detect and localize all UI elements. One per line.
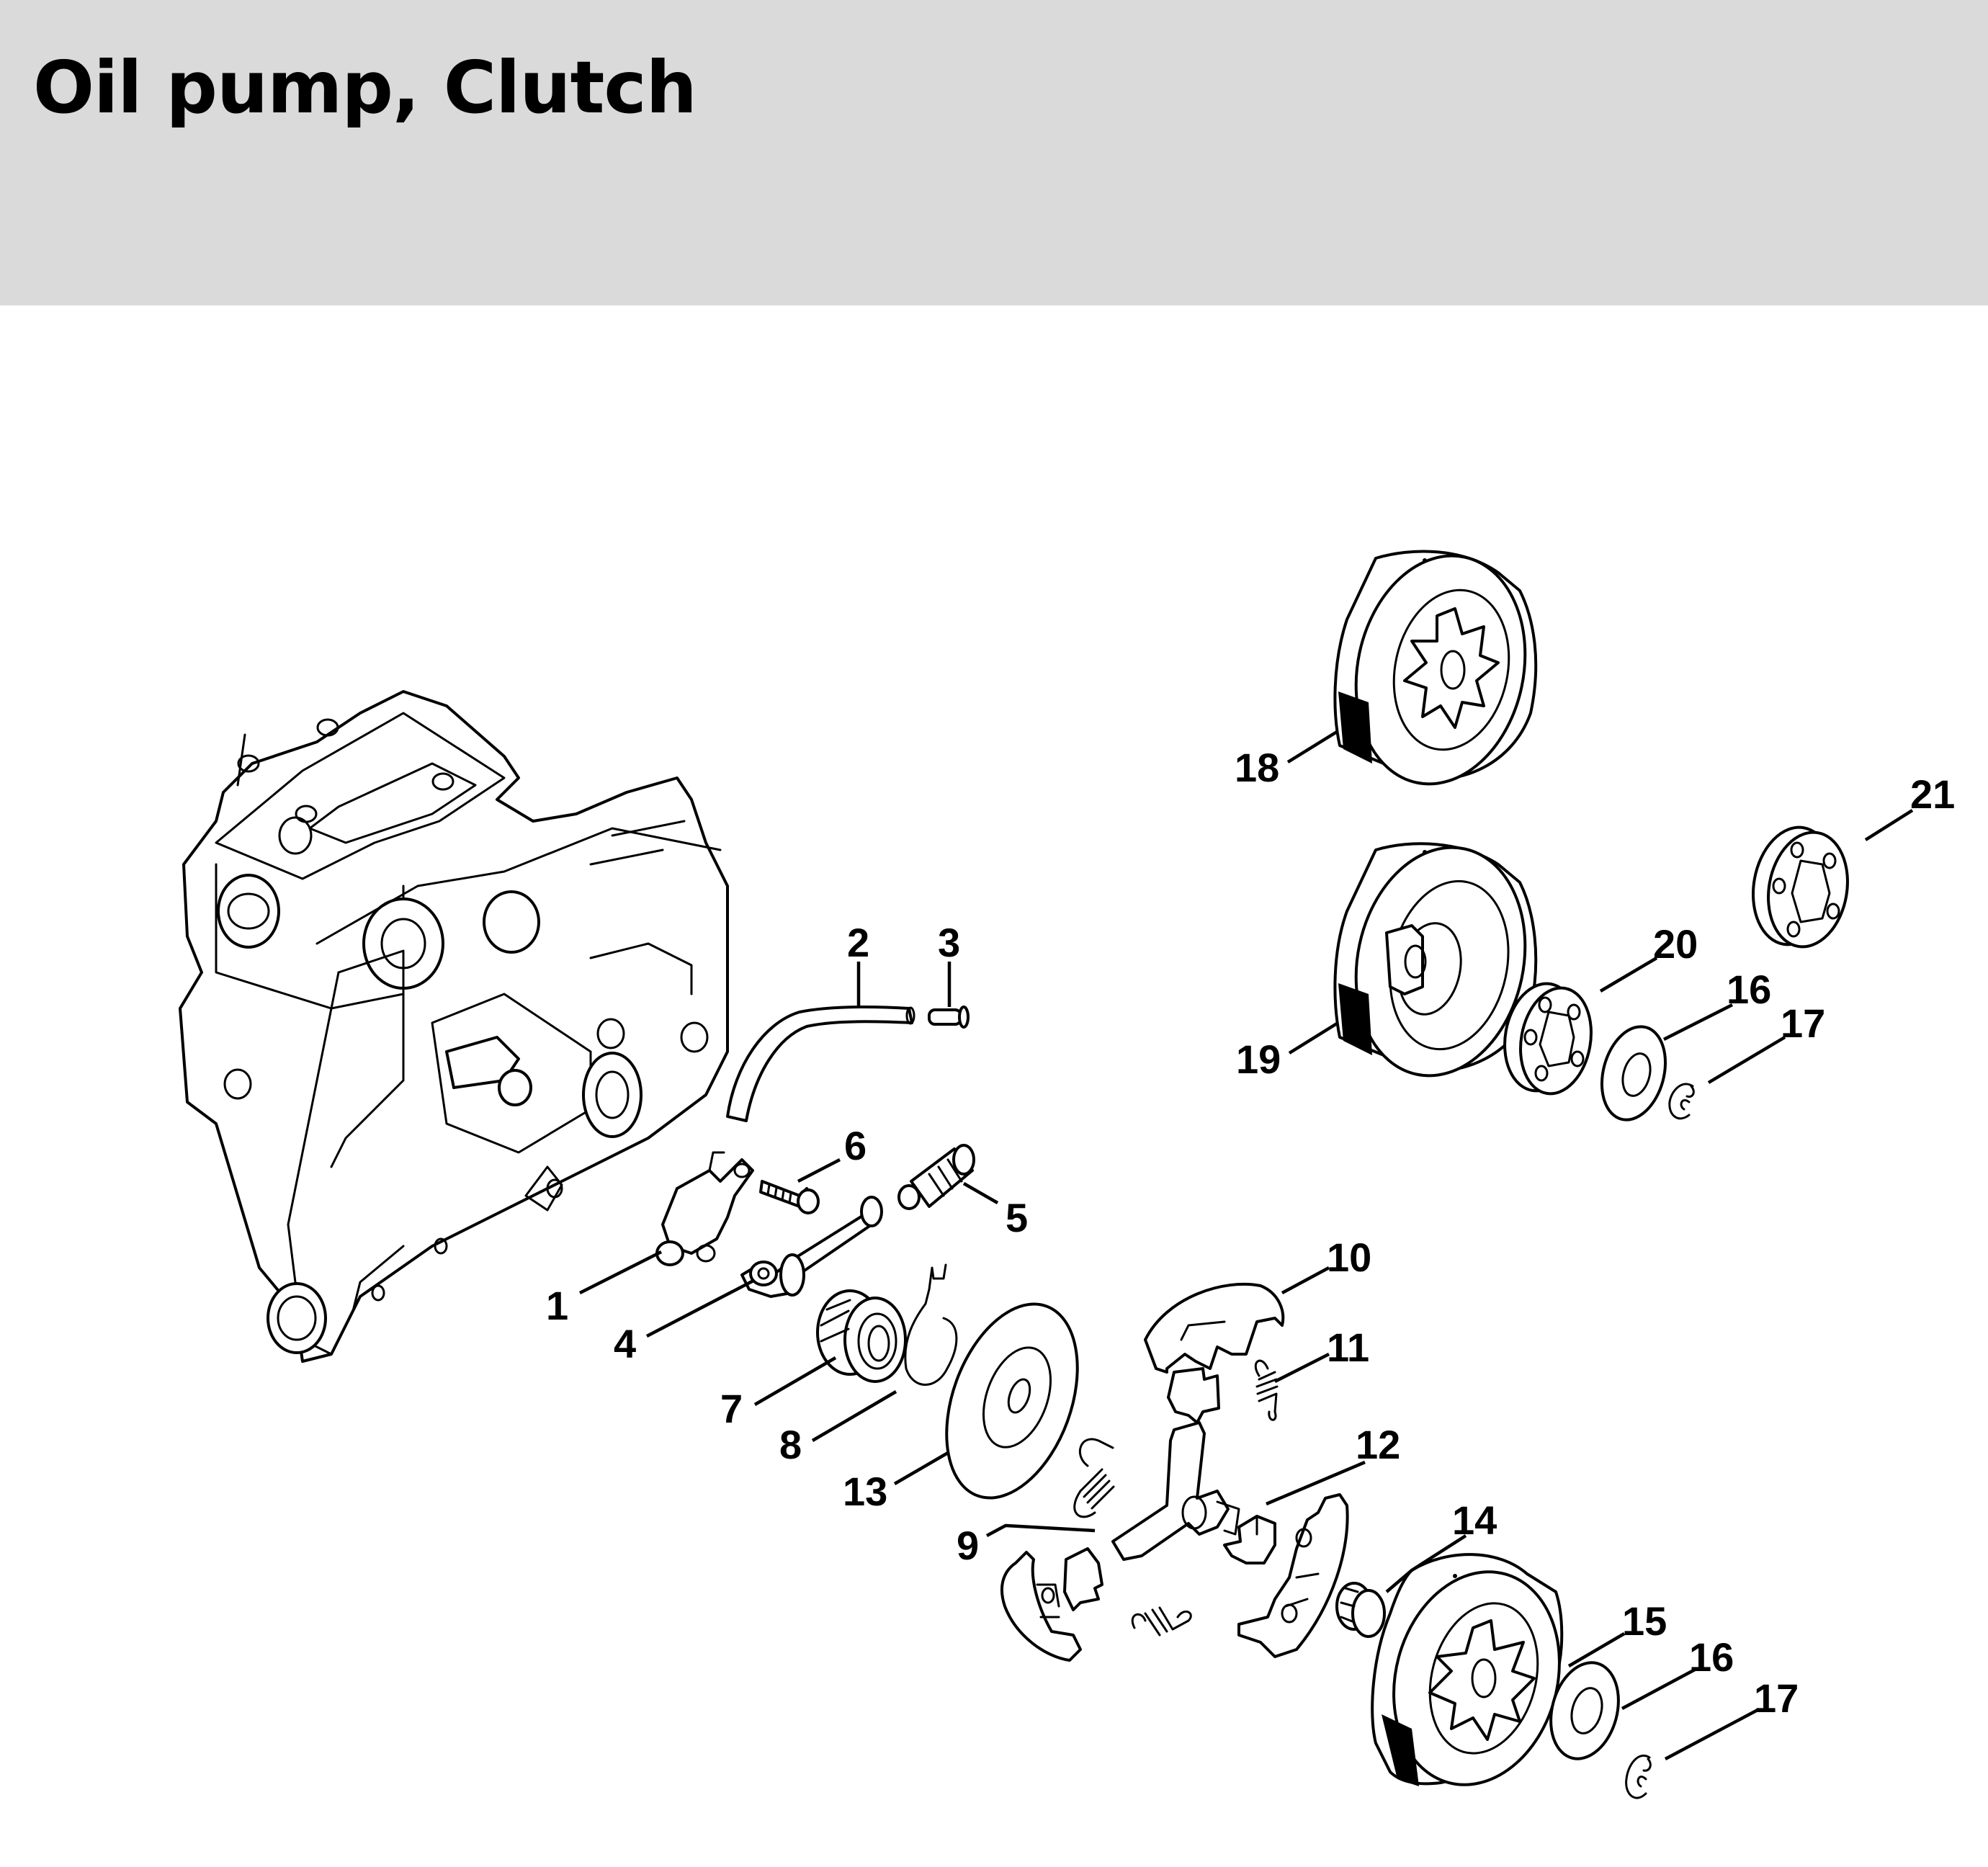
suction-hose-part — [740, 1196, 883, 1298]
leader-11 — [1273, 1352, 1330, 1384]
callout-14[interactable]: 14 — [1452, 1497, 1497, 1543]
leader-4 — [645, 1279, 755, 1338]
leader-9 — [985, 1523, 1096, 1537]
hose-connector-part — [928, 1006, 970, 1029]
thrust-piece-top — [1167, 1367, 1220, 1424]
worm-part — [816, 1289, 907, 1383]
thrust-piece-left — [1063, 1547, 1103, 1611]
washer-bottom-part — [1549, 1661, 1620, 1760]
rim-sprocket-20-part — [1503, 982, 1593, 1096]
callout-18[interactable]: 18 — [1235, 745, 1279, 790]
callout-11[interactable]: 11 — [1327, 1325, 1369, 1370]
callout-15[interactable]: 15 — [1622, 1598, 1667, 1644]
leader-1 — [578, 1250, 663, 1295]
thrust-piece-right — [1223, 1515, 1276, 1564]
washer-top-part — [1600, 1025, 1667, 1121]
spring-clip-part — [904, 1263, 958, 1386]
callout-16-bottom[interactable]: 16 — [1689, 1634, 1734, 1680]
callout-9[interactable]: 9 — [957, 1523, 979, 1568]
page-title: Oil pump, Clutch — [33, 45, 697, 130]
screw-part — [759, 1180, 820, 1214]
leader-18 — [1286, 730, 1338, 764]
leader-17b — [1664, 1708, 1760, 1760]
leader-10 — [1281, 1266, 1330, 1294]
clutch-carrier-part — [1111, 1421, 1240, 1561]
callout-17-top[interactable]: 17 — [1781, 1000, 1825, 1046]
leader-16a — [1662, 1003, 1734, 1042]
washer-disc-part — [945, 1302, 1079, 1500]
leader-7 — [753, 1356, 837, 1406]
callout-4[interactable]: 4 — [614, 1321, 636, 1366]
clutch-spring-bottom — [1131, 1606, 1192, 1637]
leader-19 — [1288, 1022, 1338, 1055]
oil-pump-part — [655, 1151, 754, 1266]
leader-6 — [797, 1158, 841, 1183]
clutch-spring-left — [1073, 1438, 1115, 1518]
callout-13[interactable]: 13 — [843, 1469, 887, 1514]
leader-20 — [1599, 957, 1658, 993]
leader-16b — [1621, 1668, 1696, 1710]
header-band: Oil pump, Clutch — [0, 0, 1988, 305]
callout-12[interactable]: 12 — [1356, 1422, 1400, 1467]
callout-5[interactable]: 5 — [1006, 1195, 1028, 1240]
needle-cage-part — [1335, 1582, 1386, 1638]
callout-7[interactable]: 7 — [720, 1386, 743, 1431]
callout-21[interactable]: 21 — [1910, 771, 1955, 817]
callout-20[interactable]: 20 — [1653, 921, 1698, 967]
callout-1[interactable]: 1 — [546, 1283, 568, 1328]
rim-sprocket-21-part — [1751, 825, 1849, 949]
callout-3[interactable]: 3 — [938, 920, 960, 965]
callout-17-bottom[interactable]: 17 — [1754, 1675, 1799, 1721]
leader-13 — [893, 1451, 949, 1485]
leader-5 — [962, 1182, 999, 1204]
tension-spring-part — [1254, 1359, 1279, 1421]
clutch-drum-bottom-part — [1371, 1553, 1564, 1786]
callout-19[interactable]: 19 — [1236, 1037, 1281, 1082]
callout-labels: 1 2 3 4 5 6 7 8 9 10 11 12 13 14 15 16 1… — [546, 745, 1955, 1721]
clutch-shoe-top — [1144, 1282, 1285, 1374]
pickup-filter-part — [897, 1144, 975, 1210]
leader-15 — [1567, 1632, 1626, 1667]
clutch-drum-19-part — [1333, 842, 1538, 1078]
clutch-shoe-right — [1237, 1493, 1349, 1658]
callout-6[interactable]: 6 — [844, 1123, 867, 1168]
leader-21 — [1864, 809, 1914, 841]
callout-2[interactable]: 2 — [847, 920, 869, 965]
clutch-shoe-left — [1000, 1551, 1082, 1662]
oil-hose-part — [726, 1005, 915, 1122]
leader-lines — [578, 730, 1914, 1760]
clutch-drum-18-part — [1333, 550, 1538, 786]
leader-12 — [1266, 1460, 1366, 1506]
leader-17a — [1707, 1036, 1786, 1084]
callout-10[interactable]: 10 — [1327, 1235, 1371, 1280]
e-clip-top-part — [1668, 1083, 1695, 1120]
leader-8 — [811, 1390, 897, 1442]
leader-14 — [1385, 1534, 1467, 1593]
callout-8[interactable]: 8 — [779, 1422, 802, 1467]
crankcase-housing — [179, 690, 729, 1363]
callout-16-top[interactable]: 16 — [1727, 967, 1771, 1012]
e-clip-bottom-part — [1625, 1755, 1652, 1799]
